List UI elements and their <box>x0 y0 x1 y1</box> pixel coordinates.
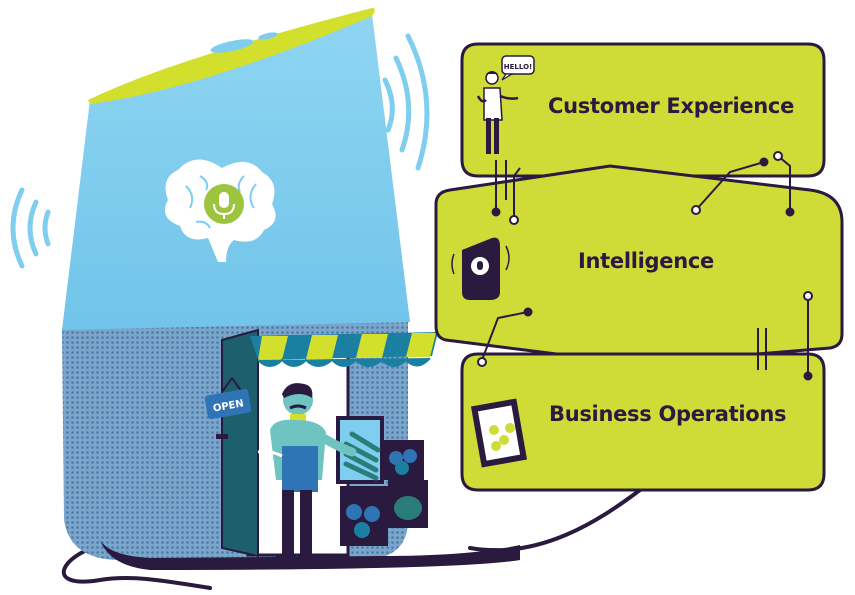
speaker-top <box>88 8 375 104</box>
open-sign: OPEN <box>204 377 252 420</box>
shop-awning <box>250 332 438 367</box>
panel-intelligence <box>434 164 844 366</box>
sound-waves-right-icon <box>382 33 430 171</box>
microphone-icon <box>213 192 235 219</box>
speaker-top-light <box>210 39 254 53</box>
panel-business-operations <box>460 352 826 492</box>
sound-waves-left-icon <box>10 187 51 269</box>
smart-speaker-icon <box>451 237 510 300</box>
connector-nodes <box>477 151 813 381</box>
produce-crate-icon <box>470 398 528 468</box>
shopkeeper-figure <box>257 383 357 564</box>
greeting-bubble-text: HELLO! <box>504 63 532 71</box>
open-sign-label: OPEN <box>212 398 244 414</box>
business-operations-label: Business Operations <box>549 402 787 426</box>
storefront: OPEN <box>204 328 438 564</box>
greeter-figure: HELLO! <box>476 55 535 154</box>
intelligence-label: Intelligence <box>578 249 714 273</box>
panel-customer-experience <box>460 42 826 178</box>
brain-icon <box>164 159 276 262</box>
shop-door <box>221 328 259 558</box>
produce-stand <box>336 416 428 546</box>
customer-experience-label: Customer Experience <box>548 94 795 118</box>
circuit-connectors <box>481 155 809 376</box>
